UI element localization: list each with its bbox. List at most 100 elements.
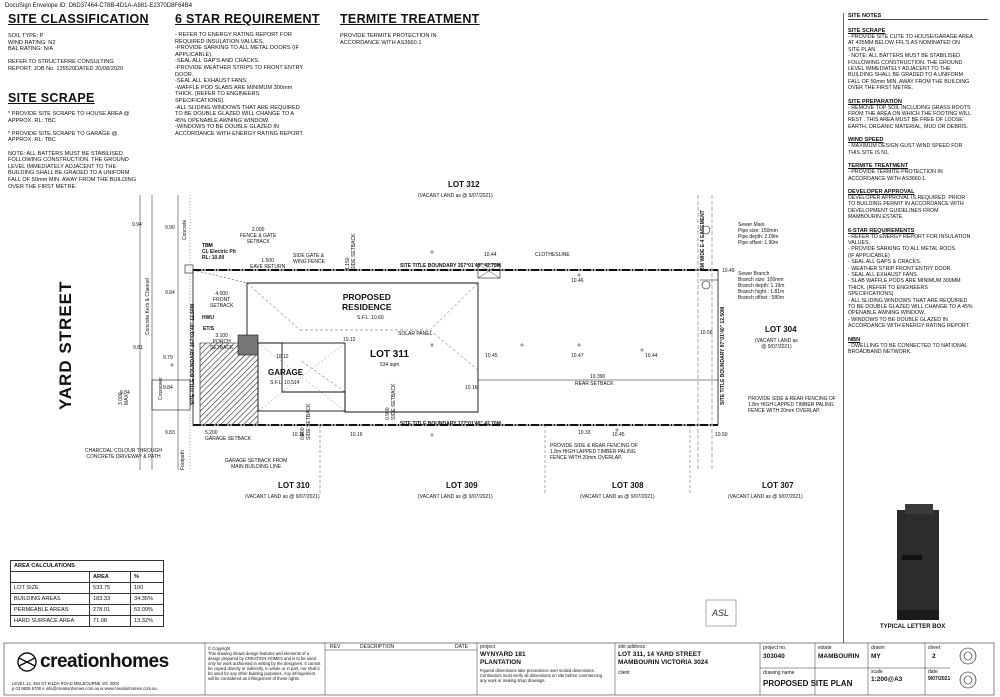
site-address-label: site address [618,644,645,650]
area-cell: PERMEABLE AREAS [10,604,90,616]
site-scrape-title: SITE SCRAPE [8,91,95,105]
area-cell: 34.35% [130,593,164,605]
site-notes-title: SITE NOTES [848,13,988,20]
ets-label: ET/S [203,326,215,332]
footpath-label: Footpath [180,450,186,470]
initials: ASL [712,608,730,618]
area-header-2: % [130,571,164,583]
site-note-body: - MAXIMUM DESIGN GUST WIND SPEED FOR THI… [848,143,963,156]
level-21: 10.16 [465,385,478,391]
lot-309-vacant: (VACANT LAND as @ 9/07/2021) [418,494,493,500]
area-header-1: AREA [89,571,131,583]
sheet: 2 [932,653,936,660]
lot-310-vacant: (VACANT LAND as @ 9/07/2021) [245,494,320,500]
level-11: 10.49 [722,268,735,274]
rear-setback-label: REAR SETBACK [575,381,614,387]
lot-312-label: LOT 312 [448,180,480,189]
level-2: 9.90 [165,225,175,231]
company-address: LEVEL 12, 484 ST KILDA ROAD MELBOURNE VI… [12,681,157,691]
hwu-label: HWU [202,315,214,321]
level-18: 10.45 [612,432,625,438]
porch [237,334,259,356]
level-16: 10.56 [700,330,713,336]
sheet-label: sheet [928,645,941,651]
boundary-right-label: SITE TITLE BOUNDARY 87°01'40" 12.50M [720,306,726,405]
residence-sfl: S.F.L. 10.60 [357,315,384,321]
level-6: 9.84 [120,390,130,396]
sewer-branch-icon [701,280,711,290]
project-label: project [480,644,496,650]
drawing-name-label: drawing name [763,670,795,676]
area-cell: BUILDING AREAS [10,593,90,605]
initials-box [705,599,737,627]
level-15: 10.33 [578,430,591,436]
area-calculations: AREA CALCULATIONS AREA % LOT SIZE 533.75… [10,560,164,627]
boundary-left-label: SITE TITLE BOUNDARY 267°01'40" 12.50M [190,304,196,405]
site-note-section: SITE PREPARATION- REMOVE TOP SOIL INCLUD… [848,99,988,131]
rev-header: REV [330,644,341,650]
level-7: 9.84 [163,385,173,391]
residence-label: PROPOSED RESIDENCE [342,292,392,312]
level-13: 10.44 [645,353,658,359]
site-note-heading: SITE SCRAPE [848,28,886,34]
area-cell: HARD SURFACE AREA [10,615,90,627]
easement-label: 3M WIDE E-4 EASEMENT [700,210,706,270]
area-cell: 278.01 [89,604,131,616]
creation-homes-logo-icon [17,652,37,672]
level-10: 10.46 [571,278,584,284]
scale: 1:200@A3 [871,676,903,683]
site-note-heading: DEVELOPER APPROVAL [848,188,915,195]
six-star-title: 6 STAR REQUIREMENT [175,12,320,26]
tbm-marker-icon [184,264,194,274]
site-note-heading: WIND SPEED [848,137,884,144]
level-3: 9.84 [165,290,175,296]
side-gate-label: SIDE GATE & WING FENCE [293,253,325,265]
site-note-section: TERMITE TREATMENT- PROVIDE TERMITE PROTE… [848,163,988,182]
sewer-main-icon [701,225,711,235]
level-5: 9.79 [163,355,173,361]
porch-setback: 3.100 PORCH SETBACK [210,333,234,351]
area-table: AREA CALCULATIONS AREA % LOT SIZE 533.75… [10,560,164,627]
site-note-section: 6-STAR REQUIREMENTS- REFER TO ENERGY REP… [848,228,988,330]
level-22: 10.12 [343,337,356,343]
crossover-outline [151,379,191,411]
site-note-body: - PROVIDE TERMITE PROTECTION IN ACCORDAN… [848,169,943,182]
lot-311-boundary [192,269,719,426]
rear-setback-value: 19.390 [590,374,606,380]
concrete-label: Concrete [182,219,188,240]
site-classification-title: SITE CLASSIFICATION [8,12,149,26]
area-header-0 [10,571,90,583]
area-table-title: AREA CALCULATIONS [10,560,164,572]
yard-street-label: YARD STREET [56,280,75,410]
eave-return: 1.500 EAVE RETURN [250,258,286,270]
site-note-heading: 6-STAR REQUIREMENTS [848,227,915,234]
drawing-name: PROPOSED SITE PLAN [763,679,853,688]
solar-panel-label: SOLAR PANEL [398,331,433,337]
level-14: 10.45 [485,353,498,359]
table-row: HARD SURFACE AREA 71.08 13.32% [10,615,164,627]
site-address: LOT 311, 14 YARD STREET MAMBOURIN VICTOR… [618,651,708,666]
fence-note-right: PROVIDE SIDE & REAR FENCING OF 1.8m HIGH… [748,396,836,414]
garage-setback-note: GARAGE SETBACK FROM MAIN BUILDING LINE [225,458,288,470]
fence-gate-setback: 2.000 FENCE & GATE SETBACK [240,227,277,245]
site-note-body: DEVELOPER APPROVAL IS REQUIRED. PRIOR TO… [848,194,966,221]
title-block-border [3,642,995,696]
clothesline-label: CLOTHESLINE [535,252,570,258]
six-star-text: - REFER TO ENERGY RATING REPORT FOR REQU… [175,32,304,137]
lot-310-label: LOT 310 [278,481,310,490]
area-cell: 52.09% [130,604,164,616]
level-17: 10.50 [715,432,728,438]
area-cell: 183.33 [89,593,131,605]
copyright-note: © Copyright This drawing shows design fe… [208,646,321,681]
lot-312-vacant: (VACANT LAND as @ 9/07/2021) [418,193,493,199]
area-cell: 533.75 [89,582,131,594]
level-9: 10.44 [484,252,497,258]
garage-setback: 5.200 GARAGE SETBACK [205,430,252,442]
table-row: LOT SIZE 533.75 100 [10,582,164,594]
lot-308-vacant: (VACANT LAND as @ 9/07/2021) [580,494,655,500]
site-note-body: - REMOVE TOP SOIL INCLUDING GRASS ROOTS … [848,104,972,130]
level-12: 10.47 [571,353,584,359]
date: 9/07/2021 [928,676,951,682]
